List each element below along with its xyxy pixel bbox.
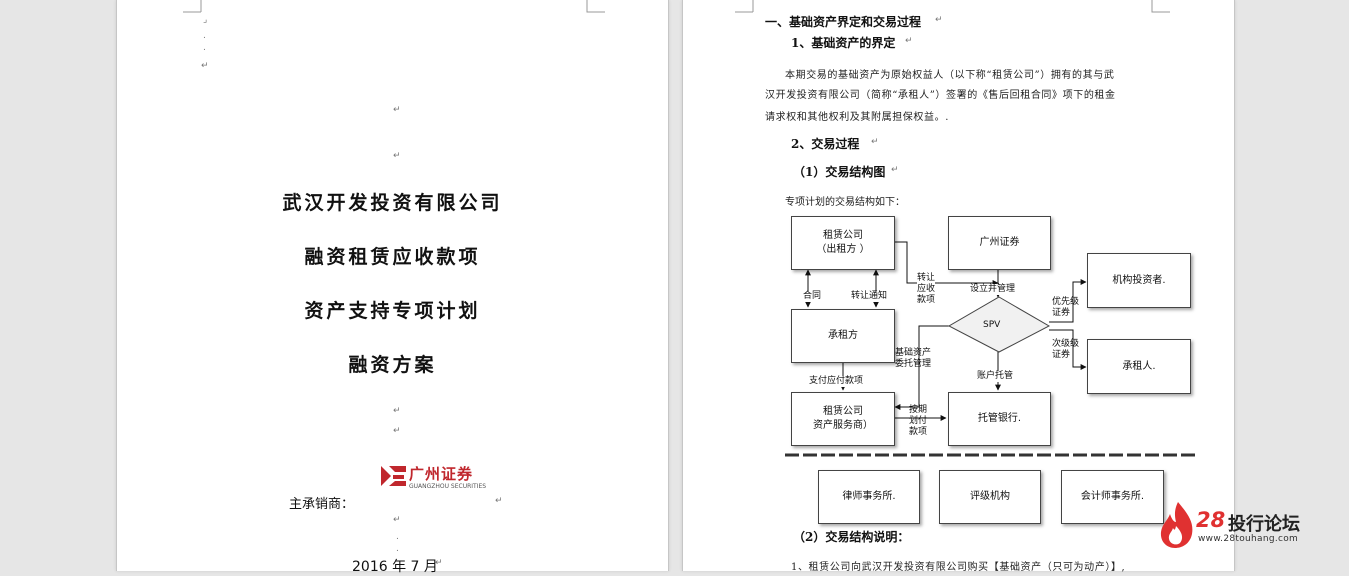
subsection-heading-2: 2、交易过程: [791, 137, 860, 151]
crop-mark-top-left: [735, 0, 754, 13]
label-senior-securities: 优先级 证券: [1052, 297, 1080, 318]
paragraph-mark: ↵: [871, 137, 879, 147]
paragraph-mark: ↵: [393, 406, 401, 416]
paragraph-mark: ↵: [393, 515, 401, 525]
paragraph-mark: ↵: [495, 496, 503, 506]
box-accounting-text: 会计师事务所.: [1080, 491, 1145, 502]
box-lessor: 租赁公司 （出租方 ）: [791, 216, 895, 270]
box-custodian-text: 托管银行.: [977, 413, 1022, 424]
paragraph-mark: ⌟: [203, 15, 208, 25]
forum-url: www.28touhang.com: [1198, 534, 1299, 544]
label-transfer-notice: 转让通知: [851, 291, 888, 302]
box-rating-text: 评级机构: [970, 491, 1010, 502]
forum-name: 投行论坛: [1228, 514, 1300, 535]
gz-securities-emblem-icon: [381, 466, 406, 486]
paragraph-mark: .: [203, 43, 206, 53]
box-lessee-text: 承租方: [828, 330, 858, 341]
arrow-senior-securities: [1049, 279, 1087, 323]
box-servicer: 租赁公司 资产服务商）: [791, 392, 895, 446]
label-pay-rent: 支付应付款项: [809, 376, 864, 387]
label-contract: 合同: [803, 291, 822, 302]
label-base-asset-mgmt: 基础资产 委托管理: [895, 348, 932, 369]
logo-text-cn: 广州证券: [409, 465, 474, 483]
subsection-heading-1: 1、基础资产的界定: [791, 36, 896, 50]
spv-label: SPV: [983, 320, 1001, 330]
section-heading: 一、基础资产界定和交易过程: [765, 15, 922, 29]
paragraph-mark: ↵: [393, 426, 401, 436]
cover-date: 2016 年 7 月: [352, 559, 438, 575]
cover-title-line-4: 融资方案: [348, 354, 437, 376]
subsection-heading-2b: （2）交易结构说明：: [793, 530, 910, 544]
crop-mark-top-right: [586, 0, 605, 13]
list-item-1: 1、租赁公司向武汉开发投资有限公司购买【基础资产（只可为动产）】,: [791, 562, 1126, 573]
guangzhou-securities-logo: 广州证券 GUANGZHOU SECURITIES: [379, 463, 486, 493]
document-page-content: 一、基础资产界定和交易过程 ↵ 1、基础资产的界定 ↵ 本期交易的基础资产为原始…: [682, 0, 1235, 573]
box-law-firm: 律师事务所.: [818, 470, 920, 524]
paragraph-mark: ↵: [435, 558, 443, 568]
paragraph-mark: ↵: [393, 151, 401, 161]
box-institutional-text: 机构投资者.: [1112, 274, 1166, 286]
forum-number: 28: [1196, 508, 1226, 532]
cover-title-line-3: 资产支持专项计划: [304, 300, 481, 322]
box-servicer-text: 租赁公司 资产服务商）: [813, 406, 873, 431]
paragraph-line-2: 汉开发投资有限公司（简称“承租人”）签署的《售后回租合同》项下的租金: [765, 90, 1116, 101]
label-subordinate-securities: 次级级 证券: [1052, 339, 1080, 360]
logo-text-en: GUANGZHOU SECURITIES: [409, 483, 487, 490]
label-account-custody: 账户托管: [977, 371, 1014, 382]
arrow-transfer-receivable: [895, 241, 999, 286]
crop-mark-top-right: [1151, 0, 1170, 13]
forum-watermark-logo: 28 投行论坛 www.28touhang.com: [1158, 500, 1328, 550]
paragraph-mark: ↵: [393, 105, 401, 115]
crop-mark-top-left: [183, 0, 202, 13]
paragraph-mark: ↵: [201, 61, 209, 71]
paragraph-mark: ↵: [935, 15, 943, 25]
box-rating-agency: 评级机构: [939, 470, 1041, 524]
paragraph-mark: .: [203, 31, 206, 41]
document-page-cover: ⌟ . . ↵ ↵ ↵ 武汉开发投资有限公司 融资租赁应收款项 资产支持专项计划…: [116, 0, 669, 575]
label-period-transfer: 按期 划付 款项: [909, 405, 928, 437]
paragraph-mark: .: [396, 532, 399, 542]
paragraph-mark: ↵: [905, 36, 913, 46]
box-lessee: 承租方: [791, 309, 895, 363]
transaction-structure-diagram: [785, 241, 1195, 457]
subsection-heading-2a: （1）交易结构图: [793, 165, 886, 179]
diagram-intro: 专项计划的交易结构如下：: [785, 197, 905, 208]
arrow-base-asset-mgmt: [894, 325, 949, 410]
box-accounting-firm: 会计师事务所.: [1061, 470, 1164, 524]
paragraph-mark: ↵: [891, 165, 899, 175]
cover-title-line-1: 武汉开发投资有限公司: [282, 192, 503, 214]
spv-diamond: [947, 296, 1051, 353]
box-lessee-subordinate: 承租人.: [1087, 339, 1191, 394]
label-establish-manage: 设立并管理: [970, 284, 1016, 295]
paragraph-mark: .: [396, 544, 399, 554]
box-gz-securities: 广州证券: [948, 216, 1051, 270]
box-law-firm-text: 律师事务所.: [842, 491, 896, 502]
box-lessor-text: 租赁公司 （出租方 ）: [816, 230, 870, 255]
box-institutional-investor: 机构投资者.: [1087, 253, 1191, 308]
flame-icon: [1160, 502, 1193, 548]
paragraph-line-1: 本期交易的基础资产为原始权益人（以下称“租赁公司”）拥有的其与武: [785, 70, 1115, 81]
paragraph-line-3: 请求权和其他权利及其附属担保权益。.: [765, 112, 949, 123]
underwriter-label: 主承销商：: [289, 497, 355, 512]
box-gz-securities-text: 广州证券: [979, 237, 1020, 248]
cover-title-line-2: 融资租赁应收款项: [304, 246, 481, 268]
label-transfer-receivable: 转让 应收 款项: [917, 273, 936, 306]
arrow-subordinate-securities: [1049, 329, 1087, 370]
box-custodian-bank: 托管银行.: [948, 392, 1051, 446]
box-lessee-sub-text: 承租人.: [1122, 360, 1156, 372]
